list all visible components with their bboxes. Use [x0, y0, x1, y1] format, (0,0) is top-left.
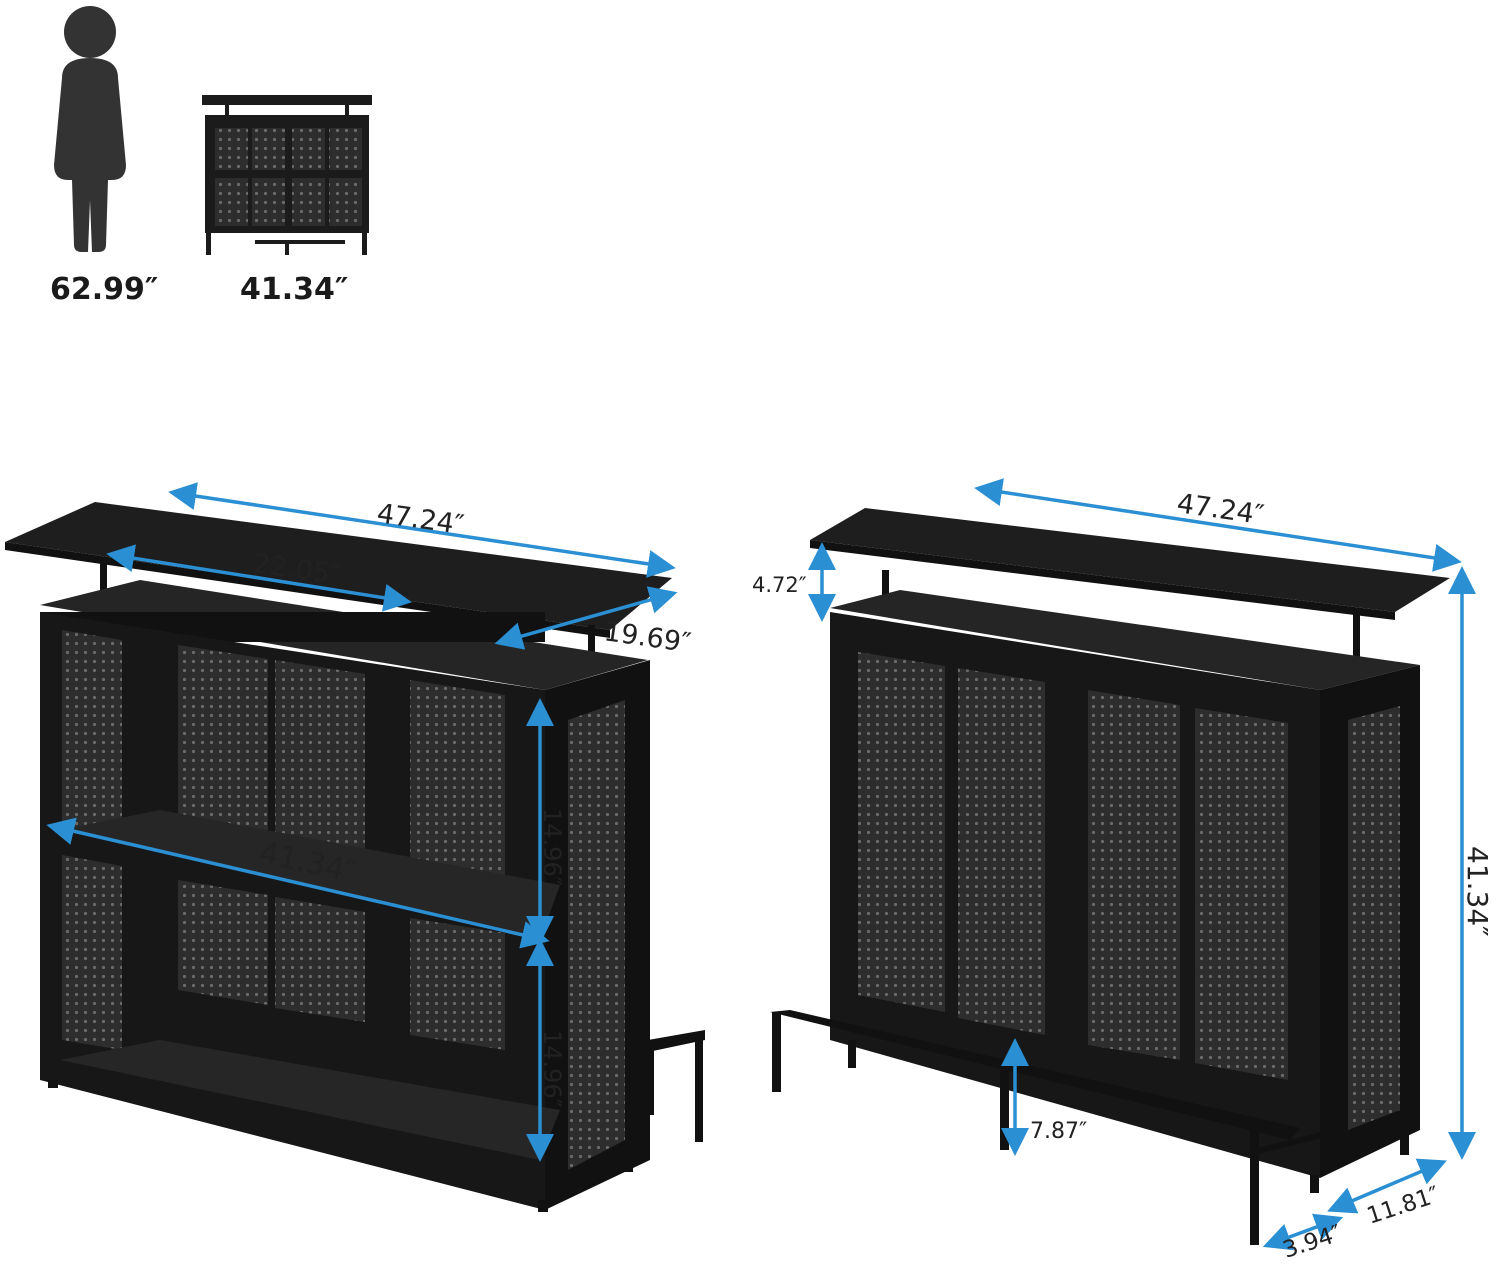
front-top-width-label: 47.24″ — [375, 498, 466, 541]
back-total-height-label: 41.34″ — [1461, 846, 1494, 937]
front-upper-height-label: 14.96″ — [538, 808, 566, 886]
front-inner-top-width-arrow — [106, 544, 412, 612]
dimension-arrows — [46, 478, 1476, 1251]
front-lower-height-label: 14.96″ — [538, 1030, 566, 1108]
front-shelf-width-arrow — [46, 817, 550, 949]
back-view-bar — [770, 508, 1450, 1245]
person-height-label: 62.99″ — [50, 272, 159, 307]
bar-height-label: 41.34″ — [240, 272, 349, 307]
front-top-width-arrow — [168, 482, 676, 578]
back-cabinet-depth-arrow — [1327, 1158, 1447, 1214]
person-silhouette-icon — [54, 6, 126, 252]
back-riser-height-label: 4.72″ — [752, 573, 807, 597]
back-footrest-height-label: 7.87″ — [1030, 1119, 1087, 1144]
back-top-width-arrow — [974, 478, 1462, 572]
back-top-width-label: 47.24″ — [1175, 488, 1266, 531]
front-top-depth-label: 19.69″ — [602, 616, 693, 659]
back-footrest-depth-arrow — [1262, 1213, 1344, 1251]
bar-cabinet-thumbnail-icon — [202, 95, 372, 255]
front-top-depth-arrow — [494, 586, 678, 650]
back-footrest-depth-label: 3.94″ — [1280, 1220, 1345, 1262]
